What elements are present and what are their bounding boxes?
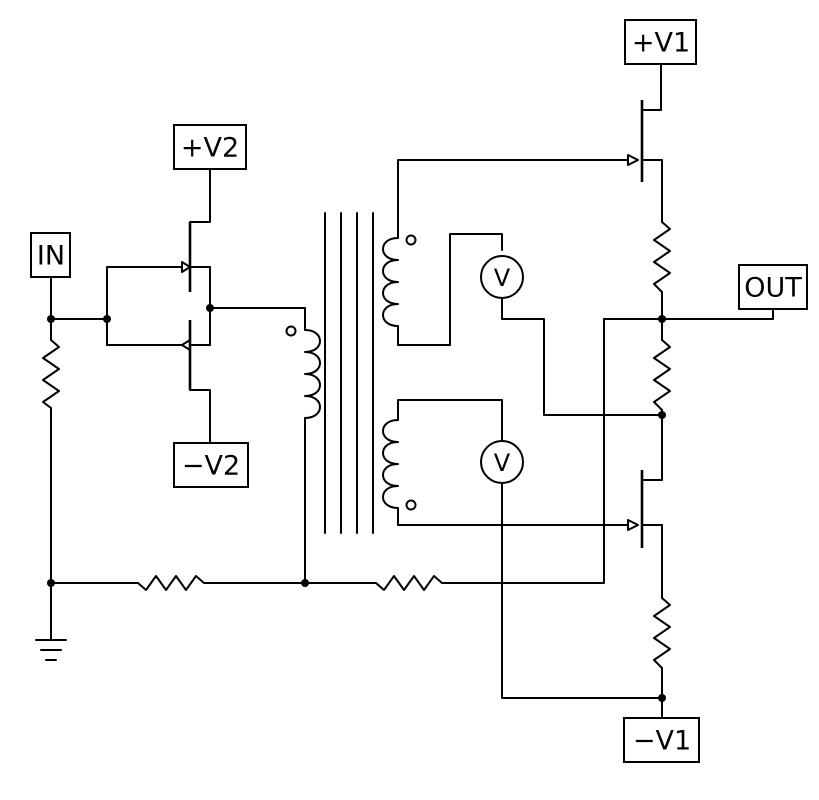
- secondary-winding-2: [382, 399, 629, 526]
- primary-polarity-dot: [285, 325, 297, 337]
- pos-v1-terminal: +V1: [624, 19, 697, 65]
- primary-winding: [285, 325, 321, 584]
- neg-v2-terminal: −V2: [173, 442, 249, 488]
- voltmeter-top: V: [480, 255, 524, 299]
- output-q2-emitter: [641, 524, 663, 599]
- voltmeter-bottom-label: V: [494, 449, 511, 477]
- input-resistor: [42, 339, 60, 409]
- wire-mid-node: [641, 409, 663, 481]
- secondary-2-polarity-dot: [405, 499, 417, 511]
- in-label: IN: [37, 241, 65, 272]
- secondary-1-polarity-dot: [405, 234, 417, 246]
- pos-v2-label: +V2: [181, 133, 239, 164]
- output-q2-arrow: [627, 519, 639, 531]
- wire-pos-v1: [641, 63, 662, 111]
- output-resistor-1: [653, 221, 671, 293]
- neg-v1-label: −V1: [633, 726, 691, 757]
- pos-v2-terminal: +V2: [173, 124, 247, 170]
- driver-q2-arrow: [181, 339, 191, 351]
- driver-q1-arrow: [181, 261, 191, 273]
- output-resistor-2: [653, 339, 671, 411]
- neg-v1-terminal: −V1: [623, 717, 700, 763]
- out-terminal: OUT: [738, 264, 808, 310]
- pos-v1-label: +V1: [632, 28, 690, 59]
- out-label: OUT: [744, 273, 802, 304]
- driver-q1-collector: [189, 168, 211, 223]
- wire-base-bus: [106, 266, 183, 346]
- wire-vm-bottom: [501, 482, 663, 699]
- feedback-resistor-2: [375, 575, 443, 591]
- driver-q2-collector: [189, 389, 211, 444]
- in-terminal: IN: [30, 232, 71, 278]
- transformer-core: [324, 212, 374, 534]
- wire-feedback-to-out: [441, 318, 605, 584]
- feedback-resistor-1: [137, 575, 205, 591]
- secondary-winding-1: [382, 159, 629, 346]
- wire-in-node: [50, 276, 108, 320]
- wire-vm-top: [501, 297, 663, 416]
- voltmeter-bottom: V: [480, 440, 524, 484]
- output-q1-arrow: [627, 154, 639, 166]
- neg-v2-label: −V2: [182, 451, 240, 482]
- output-q1-emitter: [641, 159, 663, 223]
- voltmeter-top-label: V: [494, 264, 511, 292]
- output-resistor-3: [653, 597, 671, 669]
- ground-symbol: [35, 639, 67, 661]
- junction-dots: [47, 304, 666, 702]
